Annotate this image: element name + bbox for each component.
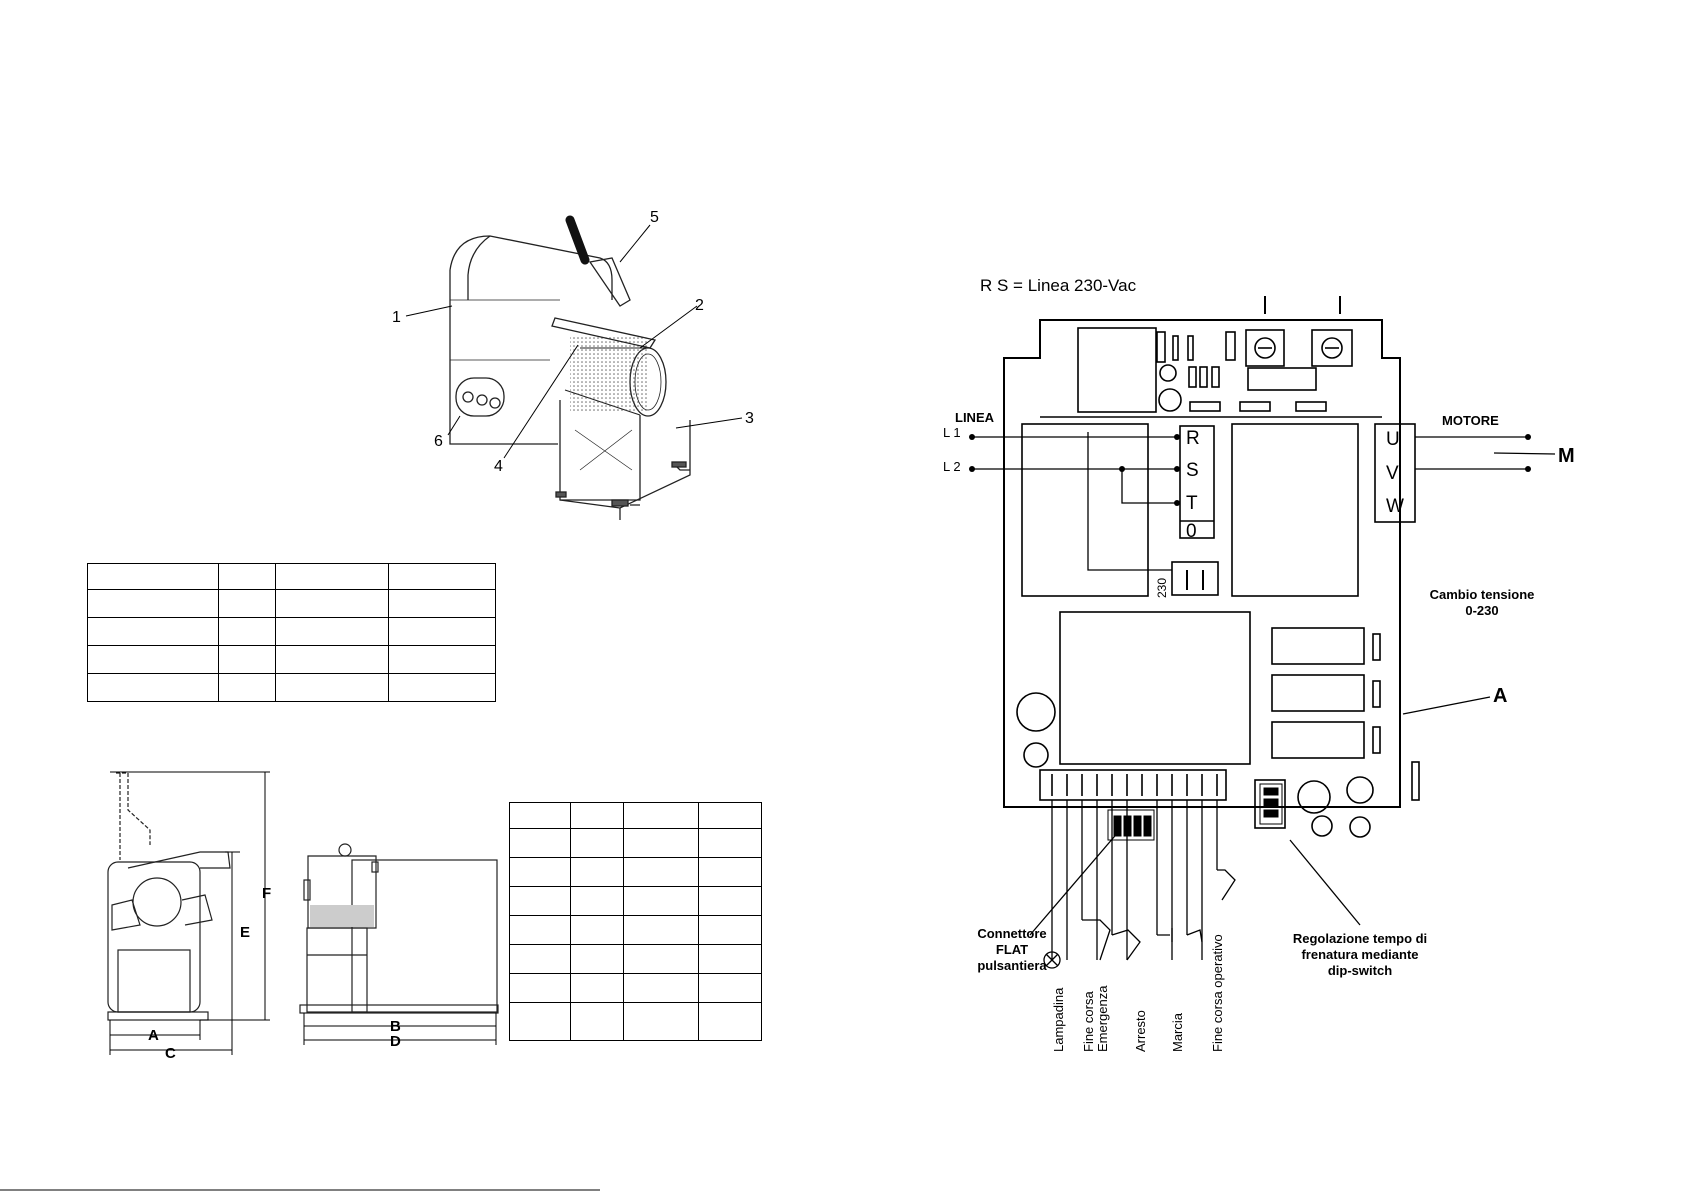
label-emergency-1: Fine corsa <box>1081 991 1096 1052</box>
terminal-v: V <box>1386 463 1399 484</box>
front-view-drawing <box>107 772 231 1021</box>
terminal-s: S <box>1186 460 1199 481</box>
braking-label-2: frenatura mediante <box>1301 947 1418 962</box>
callout-5: 5 <box>650 209 659 226</box>
callout-2: 2 <box>695 297 704 314</box>
braking-leader <box>1289 839 1361 926</box>
side-dimension-letters: B D <box>390 1018 401 1050</box>
side-view-drawing <box>299 843 499 1014</box>
callout-1: 1 <box>392 309 401 326</box>
lamp-symbol <box>1043 951 1061 969</box>
callout-leaders <box>405 224 743 459</box>
board-top-section <box>1040 327 1382 418</box>
front-dimension-lines <box>109 771 270 1055</box>
specs-table-top <box>87 563 496 702</box>
flat-label-3: pulsantiera <box>977 958 1047 973</box>
side-dimension-lines <box>303 1013 497 1045</box>
input-terminal-block <box>1171 425 1219 596</box>
l1-label: L 1 <box>943 425 961 440</box>
input-terminal-letters: R S T 0 <box>1186 428 1200 542</box>
dip-switch-braking <box>1259 783 1283 825</box>
callout-numbers: 1 2 3 4 5 6 <box>392 209 754 475</box>
motor-symbol: M <box>1558 445 1575 467</box>
dim-label-a: A <box>148 1027 159 1044</box>
board-ref-label: A <box>1493 685 1507 707</box>
motor-label: MOTORE <box>1442 413 1499 428</box>
dim-label-b: B <box>390 1018 401 1035</box>
callout-3: 3 <box>745 410 754 427</box>
flat-label-1: Connettore <box>977 926 1046 941</box>
callout-6: 6 <box>434 433 443 450</box>
line-wires <box>972 432 1556 571</box>
braking-label-1: Regolazione tempo di <box>1293 931 1427 946</box>
wire-junction-dots <box>969 434 1531 506</box>
label-operative: Fine corsa operativo <box>1210 934 1225 1052</box>
flat-label-2: FLAT <box>996 942 1028 957</box>
dimensions-table <box>509 802 762 1041</box>
output-terminal-letters: U V W <box>1386 429 1404 517</box>
line-label: LINEA <box>955 410 995 425</box>
label-lamp: Lampadina <box>1051 987 1066 1052</box>
flat-leader <box>1029 829 1121 936</box>
dim-label-d: D <box>390 1033 401 1050</box>
terminal-r: R <box>1186 428 1200 449</box>
label-stop: Arresto <box>1133 1010 1148 1052</box>
board-middle-section <box>1016 423 1420 838</box>
terminal-u: U <box>1386 429 1400 450</box>
terminal-w: W <box>1386 496 1404 517</box>
dim-label-e: E <box>240 924 250 941</box>
front-dimension-letters: A C E F <box>148 885 271 1062</box>
board-outline <box>1003 319 1401 808</box>
output-terminal-block <box>1374 423 1416 523</box>
terminal-t: T <box>1186 493 1198 514</box>
grater-machine-illustration <box>449 215 691 520</box>
board-ref-leader <box>1402 696 1491 715</box>
external-device-wires <box>1051 800 1236 961</box>
bottom-connector-strip <box>1039 769 1227 801</box>
device-labels: Lampadina Fine corsa Emergenza Arresto M… <box>1051 934 1225 1052</box>
voltage-switch-label: 230 <box>1155 578 1169 598</box>
braking-label-3: dip-switch <box>1328 963 1392 978</box>
supply-note: R S = Linea 230-Vac <box>980 276 1137 295</box>
voltage-change-label-1: Cambio tensione <box>1430 587 1535 602</box>
l2-label: L 2 <box>943 459 961 474</box>
terminal-0: 0 <box>1186 521 1197 542</box>
dim-label-f: F <box>262 885 271 902</box>
label-start: Marcia <box>1170 1012 1185 1052</box>
callout-4: 4 <box>494 458 503 475</box>
dim-label-c: C <box>165 1045 176 1062</box>
voltage-change-label-2: 0-230 <box>1465 603 1498 618</box>
label-emergency-2: Emergenza <box>1095 985 1110 1052</box>
